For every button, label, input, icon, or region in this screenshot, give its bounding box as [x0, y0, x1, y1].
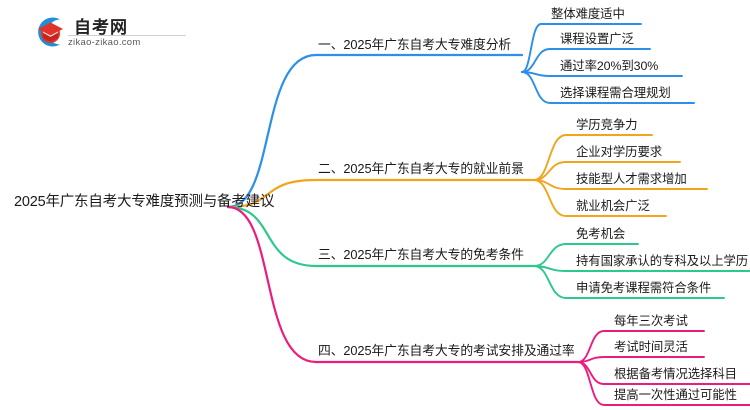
branch-topic-2[interactable]: 二、2025年广东自考大专的就业前景 — [318, 161, 524, 176]
leaf-topic-1-3[interactable]: 通过率20%到30% — [560, 59, 659, 73]
leaf-topic-3-2[interactable]: 持有国家承认的专科及以上学历 — [576, 254, 749, 268]
connector-line — [226, 53, 524, 209]
leaf-topic-2-1[interactable]: 学历竞争力 — [576, 118, 638, 132]
leaf-topic-2-3[interactable]: 技能型人才需求增加 — [576, 172, 687, 186]
leaf-topic-4-4[interactable]: 提高一次性通过可能性 — [614, 388, 737, 402]
leaf-topic-1-2[interactable]: 课程设置广泛 — [560, 32, 634, 46]
branch-topic-1[interactable]: 一、2025年广东自考大专难度分析 — [318, 37, 512, 52]
branch-topic-4[interactable]: 四、2025年广东自考大专的考试安排及通过率 — [318, 343, 575, 358]
logo-divider — [68, 35, 186, 36]
connector-line — [226, 205, 580, 364]
leaf-topic-4-2[interactable]: 考试时间灵活 — [614, 340, 688, 354]
logo-subtitle: zikao-zikao.com — [68, 37, 141, 48]
leaf-topic-2-2[interactable]: 企业对学历要求 — [576, 145, 663, 159]
graduation-cap-logo-icon — [38, 17, 63, 47]
leaf-topic-4-3[interactable]: 根据备考情况选择科目 — [614, 367, 737, 381]
leaf-topic-4-1[interactable]: 每年三次考试 — [614, 314, 688, 328]
leaf-topic-3-1[interactable]: 免考机会 — [576, 227, 626, 241]
connector-line — [577, 356, 705, 363]
leaf-topic-2-4[interactable]: 就业机会广泛 — [576, 199, 650, 213]
leaf-topic-1-1[interactable]: 整体难度适中 — [551, 7, 625, 21]
central-topic[interactable]: 2025年广东自考大专难度预测与备考建议 — [14, 194, 275, 210]
branch-topic-3[interactable]: 三、2025年广东自考大专的免考条件 — [318, 247, 524, 262]
logo-title: 自考网 — [74, 18, 128, 37]
site-logo[interactable]: 自考网 zikao-zikao.com — [30, 12, 186, 52]
leaf-topic-1-4[interactable]: 选择课程需合理规划 — [560, 86, 671, 100]
leaf-topic-3-3[interactable]: 申请免考课程需符合条件 — [576, 281, 712, 295]
